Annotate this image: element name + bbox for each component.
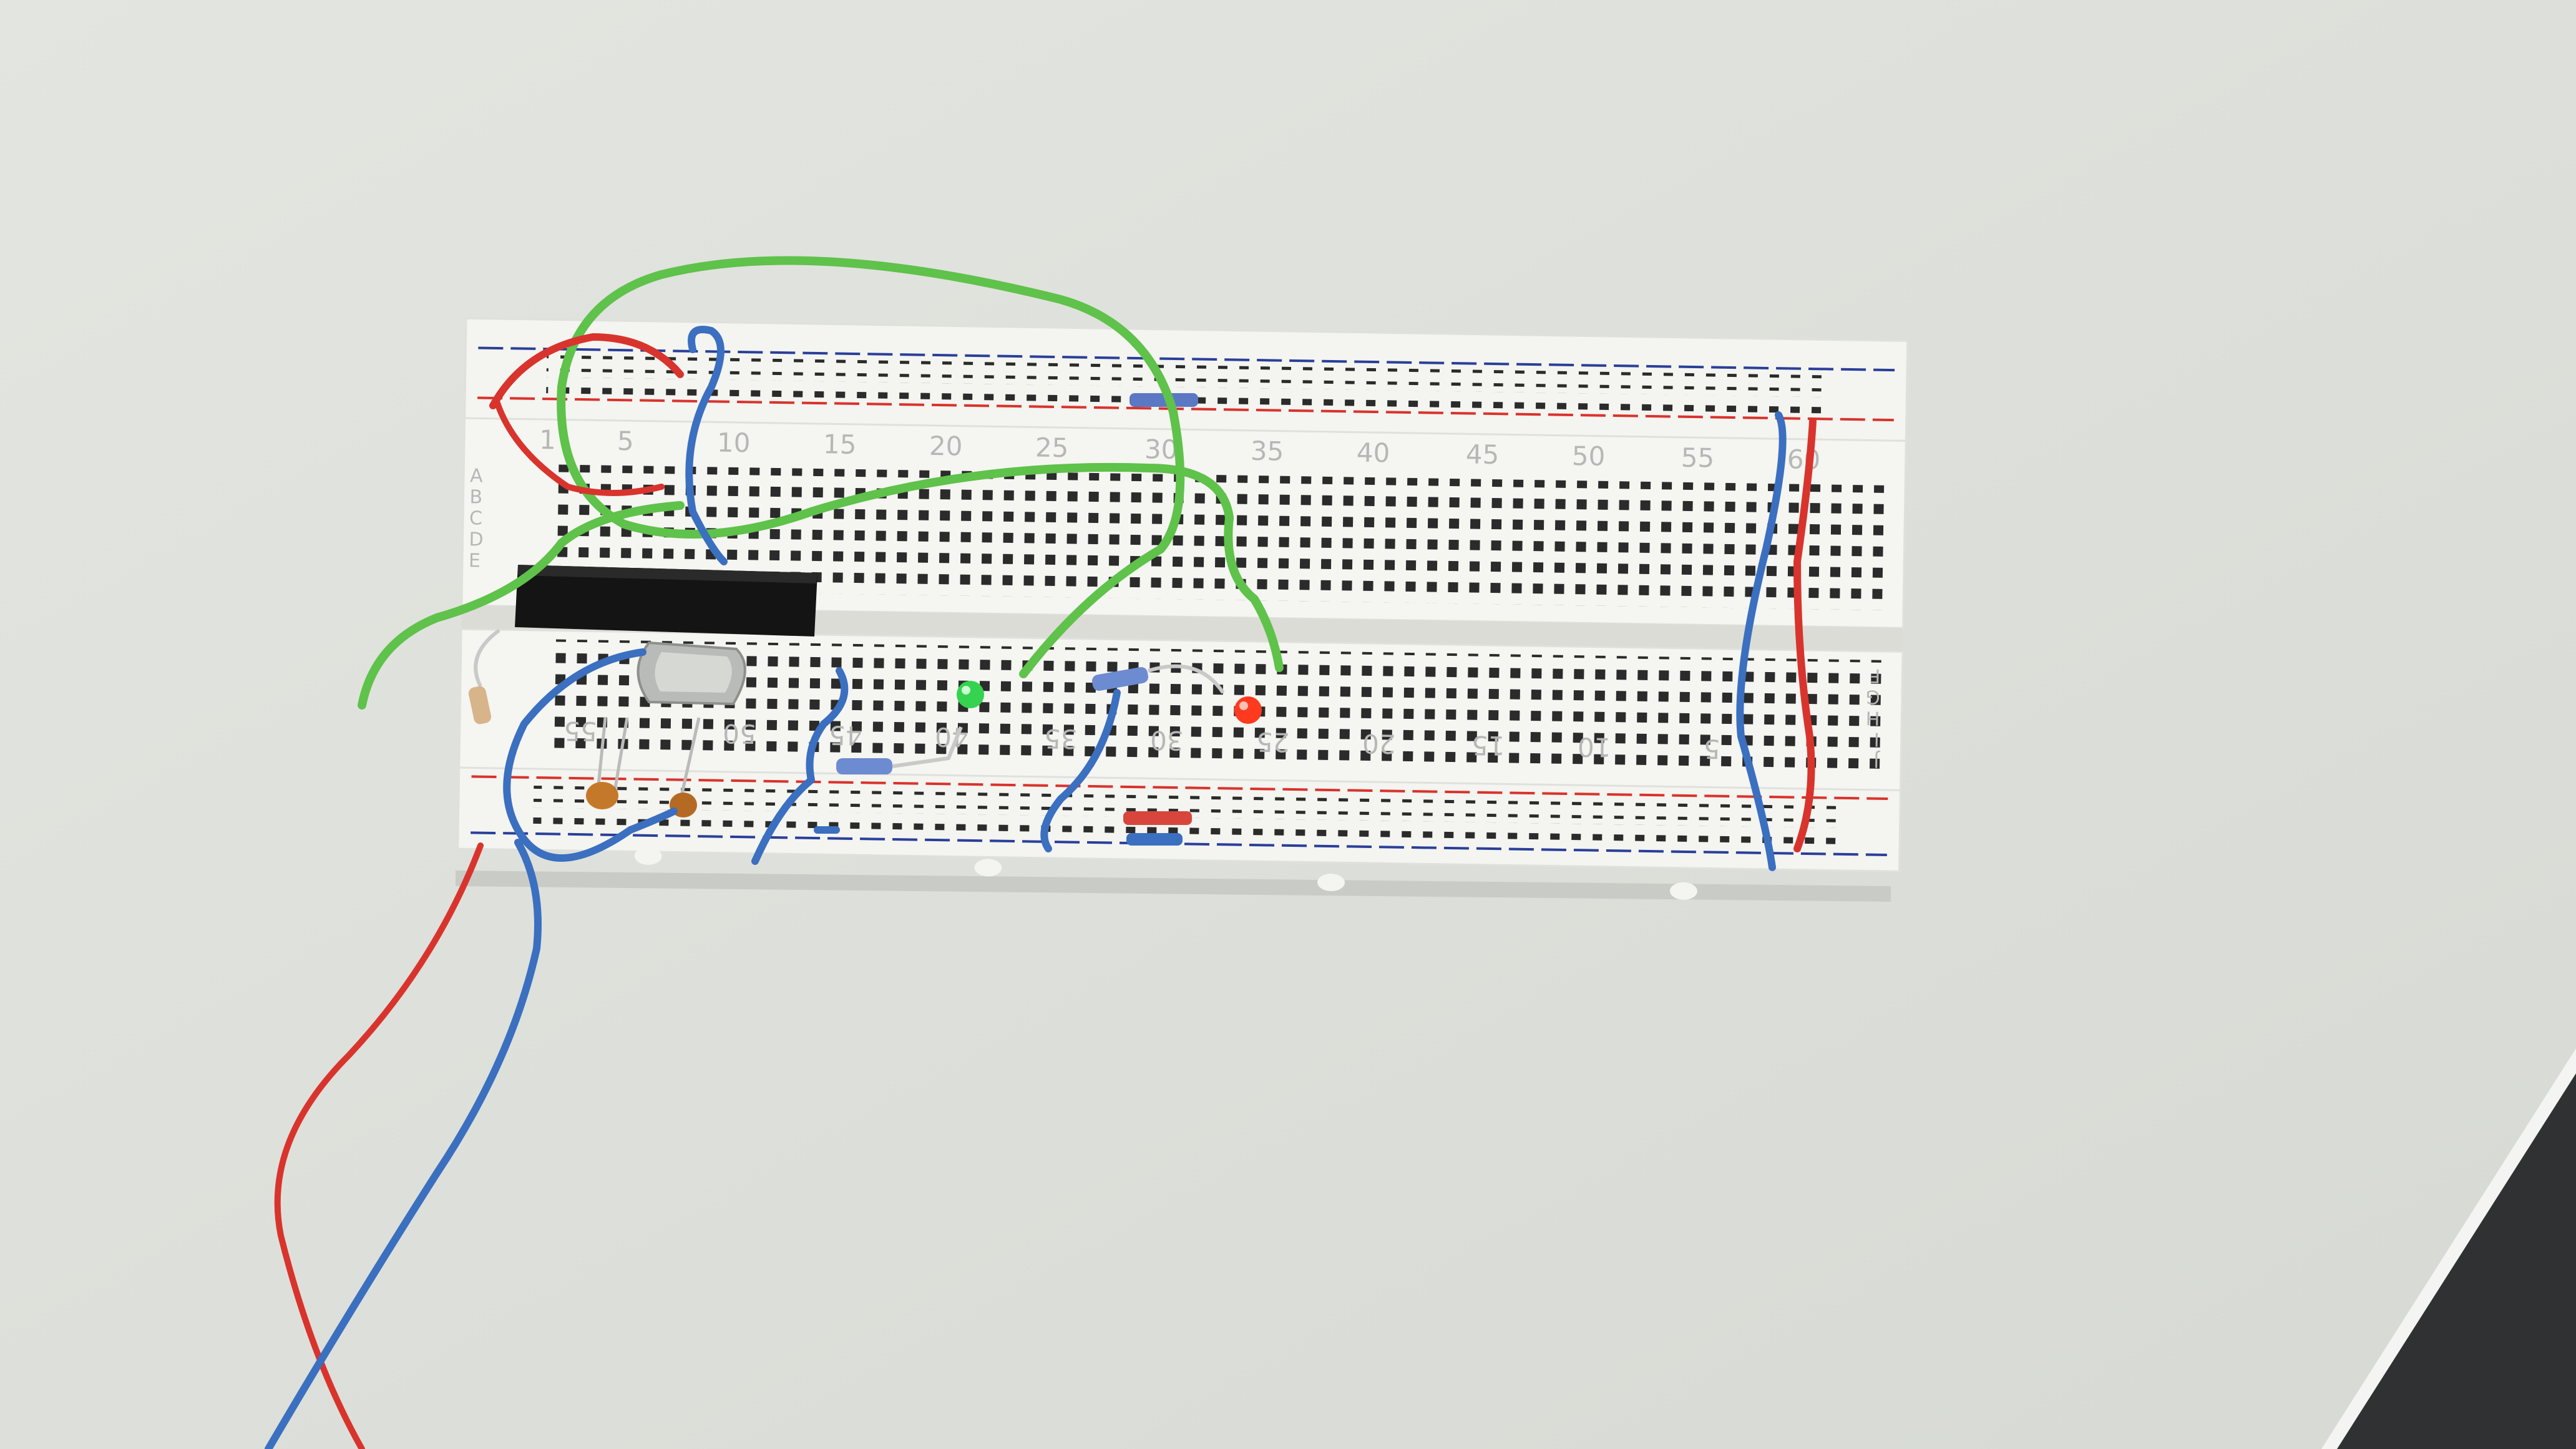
led-red bbox=[1234, 696, 1262, 724]
svg-text:5: 5 bbox=[617, 426, 635, 456]
svg-text:5: 5 bbox=[1703, 733, 1720, 764]
svg-text:A: A bbox=[470, 465, 484, 487]
svg-text:10: 10 bbox=[717, 427, 751, 458]
svg-text:C: C bbox=[469, 507, 483, 529]
wire-blue bbox=[503, 648, 678, 862]
resistor bbox=[468, 393, 1225, 846]
svg-text:E: E bbox=[469, 550, 481, 572]
svg-text:1: 1 bbox=[539, 424, 557, 455]
top-row-numbers: 1 5 10 15 20 25 30 35 40 45 50 55 60 bbox=[539, 424, 1821, 475]
wire-red bbox=[274, 842, 484, 1449]
svg-text:35: 35 bbox=[1044, 723, 1078, 754]
chip-ic bbox=[515, 565, 817, 637]
svg-text:50: 50 bbox=[723, 718, 756, 749]
led-green bbox=[957, 681, 984, 708]
svg-text:H: H bbox=[1865, 706, 1880, 728]
crystal bbox=[637, 641, 746, 706]
svg-text:20: 20 bbox=[1362, 728, 1396, 759]
svg-text:B: B bbox=[469, 486, 482, 508]
wire-blue bbox=[265, 839, 542, 1449]
bottom-row-numbers: 55 50 45 40 35 30 25 20 15 10 5 bbox=[564, 716, 1720, 764]
breadboard: 1 5 10 15 20 25 30 35 40 45 50 55 60 A B… bbox=[457, 317, 1909, 900]
svg-text:15: 15 bbox=[823, 429, 857, 460]
svg-text:30: 30 bbox=[1150, 724, 1184, 756]
side-letters-bottom: F G H I J bbox=[1865, 665, 1881, 771]
svg-text:15: 15 bbox=[1471, 730, 1505, 761]
svg-text:55: 55 bbox=[1681, 442, 1714, 474]
svg-text:30: 30 bbox=[1144, 434, 1178, 465]
wire-blue bbox=[685, 326, 728, 565]
wire-blue bbox=[751, 667, 849, 865]
svg-text:10: 10 bbox=[1578, 731, 1611, 763]
wire-blue bbox=[1040, 689, 1121, 852]
wire-red bbox=[493, 396, 665, 496]
svg-text:35: 35 bbox=[1251, 436, 1284, 467]
svg-text:50: 50 bbox=[1571, 441, 1605, 472]
svg-text:J: J bbox=[1873, 749, 1880, 771]
side-letters-top: A B C D E bbox=[469, 465, 484, 572]
svg-text:40: 40 bbox=[1356, 437, 1390, 469]
svg-text:I: I bbox=[1874, 728, 1880, 750]
wire-green bbox=[557, 256, 1284, 678]
wire-red bbox=[489, 333, 684, 409]
svg-text:25: 25 bbox=[1035, 432, 1069, 463]
svg-text:G: G bbox=[1865, 685, 1880, 707]
svg-text:20: 20 bbox=[929, 431, 963, 462]
svg-text:45: 45 bbox=[829, 720, 862, 751]
svg-text:25: 25 bbox=[1256, 726, 1290, 758]
wire-green bbox=[358, 501, 685, 710]
svg-text:55: 55 bbox=[564, 716, 597, 747]
wire-red bbox=[1793, 417, 1817, 852]
svg-text:F: F bbox=[1870, 665, 1881, 686]
capacitor bbox=[586, 717, 701, 817]
wire-blue bbox=[1736, 411, 1787, 871]
center-channel bbox=[461, 605, 1903, 652]
svg-text:45: 45 bbox=[1465, 439, 1499, 470]
svg-text:60: 60 bbox=[1787, 444, 1820, 475]
svg-text:D: D bbox=[469, 529, 484, 550]
